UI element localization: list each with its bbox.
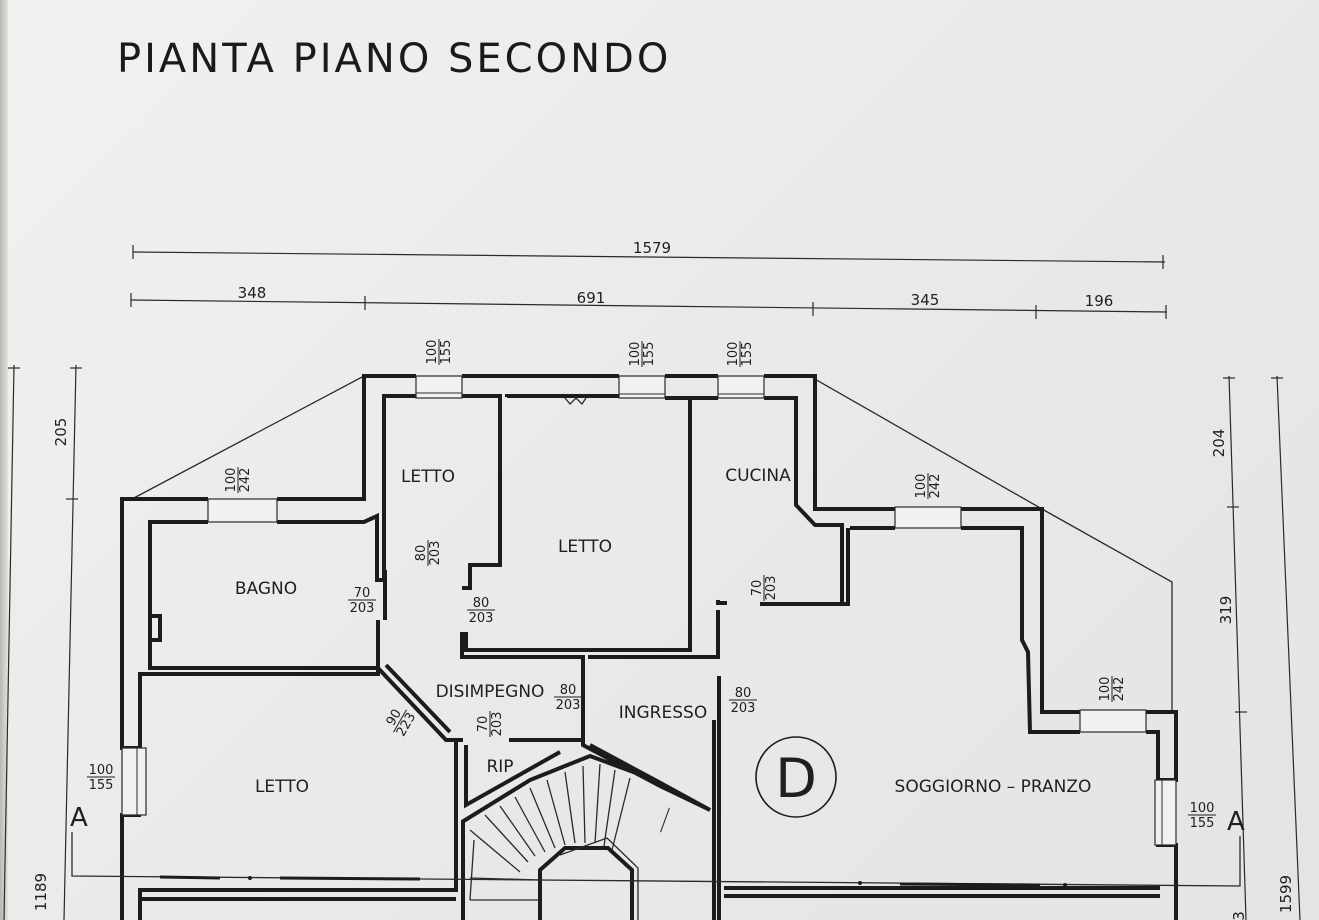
room-disimpegno: DISIMPEGNO [436,682,545,702]
eave-lines [131,375,1173,712]
opening-d-cucina: 70 203 [750,575,779,601]
dim-seg-1: 348 [238,284,267,302]
opening-w-top-1: 100 155 [425,339,454,365]
section-mark-left: A [70,803,88,833]
room-labels: LETTO LETTO CUCINA BAGNO DISIMPEGNO INGR… [235,466,1092,797]
svg-text:100: 100 [914,474,929,499]
opening-w-top-2: 100 155 [628,341,657,367]
svg-text:100: 100 [224,468,239,493]
dim-right-overall: 1599 [1277,875,1295,913]
window-symbols [121,375,1177,846]
top-dimensions: 1579 348 691 345 196 [130,239,1168,319]
right-dimensions: 204 319 1599 3 [1210,375,1301,920]
svg-text:80: 80 [560,683,577,698]
room-cucina: CUCINA [725,466,791,486]
svg-text:70: 70 [354,586,371,601]
walls [120,374,1178,920]
opening-d-bagno: 70 203 [348,586,376,616]
dim-overall-width: 1579 [633,239,671,257]
paper-edge [0,0,8,920]
dim-right-middle: 319 [1217,596,1235,625]
svg-text:203: 203 [428,541,443,566]
svg-text:242: 242 [1112,677,1127,702]
room-letto-lower: LETTO [255,777,309,797]
opening-w-top-3: 100 155 [726,341,755,367]
svg-text:203: 203 [490,712,505,737]
svg-text:100: 100 [628,342,643,367]
svg-text:90: 90 [384,707,405,729]
stair-symbol [460,753,711,920]
svg-text:155: 155 [740,342,755,367]
svg-text:80: 80 [414,545,429,562]
opening-labels: 100 155 100 155 100 155 100 242 100 242 … [87,339,1216,833]
opening-d-stair [660,807,670,833]
svg-text:80: 80 [735,686,752,701]
section-mark-right: A [1227,807,1245,837]
opening-w-right-1: 100 242 [914,473,943,499]
opening-w-right-low: 100 155 [1188,801,1216,831]
opening-d-rip: 70 203 [476,711,505,737]
svg-text:155: 155 [1190,816,1215,831]
svg-text:242: 242 [928,474,943,499]
opening-d-disimpegno: 80 203 [554,683,582,713]
svg-text:203: 203 [731,701,756,716]
opening-d-letto-small: 80 203 [414,540,443,566]
opening-w-left: 100 155 [87,763,115,793]
room-soggiorno-pranzo: SOGGIORNO – PRANZO [895,777,1092,797]
svg-text:100: 100 [1190,801,1215,816]
dim-seg-2: 691 [577,289,606,307]
room-letto-center: LETTO [558,537,612,557]
room-bagno: BAGNO [235,579,297,599]
dim-seg-4: 196 [1085,292,1114,310]
opening-w-right-2: 100 242 [1098,676,1127,702]
room-letto-small: LETTO [401,467,455,487]
svg-text:203: 203 [469,611,494,626]
room-ingresso: INGRESSO [619,703,707,723]
svg-text:100: 100 [89,763,114,778]
svg-text:155: 155 [439,340,454,365]
dim-right-partial: 3 [1230,911,1248,920]
svg-text:80: 80 [473,596,490,611]
svg-text:203: 203 [764,576,779,601]
opening-w-bagno: 100 242 [224,467,253,493]
opening-d-letto-lower: 90 223 [384,707,419,739]
svg-text:70: 70 [750,580,765,597]
svg-text:100: 100 [425,340,440,365]
unit-letter: D [775,747,817,810]
svg-text:100: 100 [726,342,741,367]
opening-d-ingresso: 80 203 [729,686,757,716]
room-rip: RIP [486,757,513,777]
svg-text:242: 242 [238,468,253,493]
dim-right-upper: 204 [1210,429,1228,458]
plan-title: PIANTA PIANO SECONDO [117,36,671,82]
svg-text:155: 155 [642,342,657,367]
svg-text:70: 70 [476,716,491,733]
opening-d-letto-center: 80 203 [467,596,495,626]
unit-badge: D [755,736,837,818]
dim-left-upper: 205 [52,418,70,447]
svg-text:203: 203 [350,601,375,616]
left-dimensions: 205 1189 [3,364,82,920]
dim-left-overall: 1189 [32,873,50,911]
svg-text:100: 100 [1098,677,1113,702]
dim-seg-3: 345 [911,291,940,309]
svg-text:155: 155 [89,778,114,793]
svg-text:203: 203 [556,698,581,713]
section-line: A A [70,803,1245,887]
